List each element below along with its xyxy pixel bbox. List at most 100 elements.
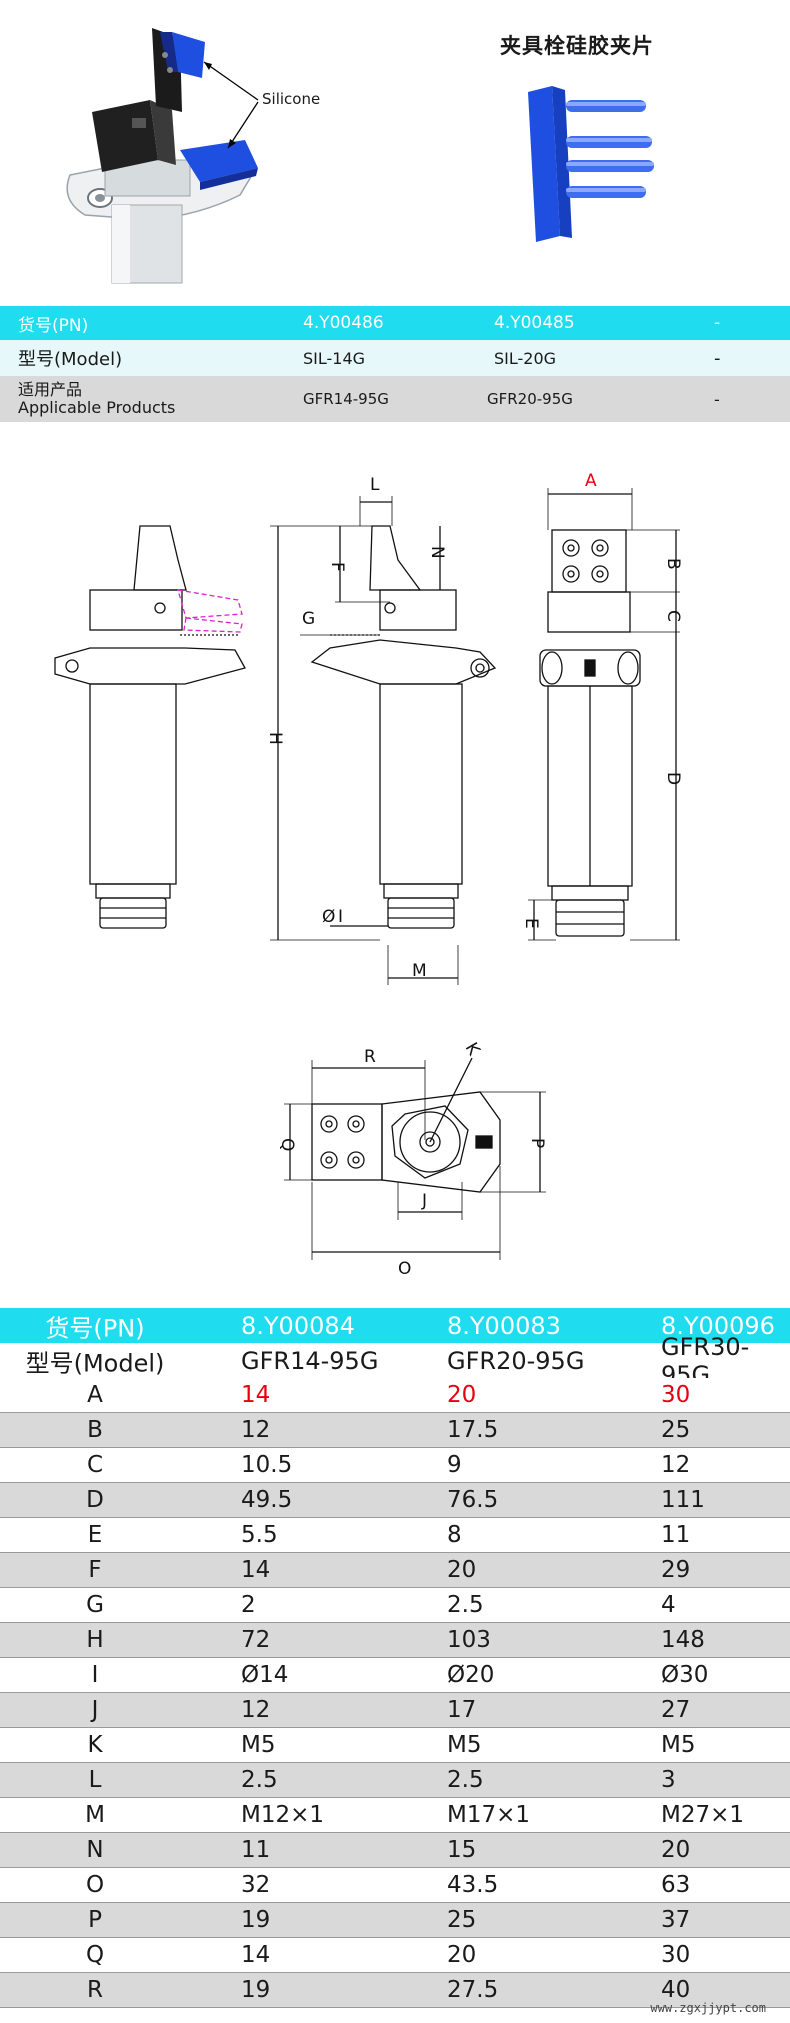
- cell: GFR20-95G: [447, 1346, 585, 1375]
- cell: 4.Y00485: [494, 313, 575, 333]
- dim-label-i: I: [338, 907, 343, 927]
- row-label: M: [85, 1802, 105, 1828]
- row-label: H: [86, 1627, 104, 1653]
- cell: M5: [241, 1732, 276, 1758]
- cell: 8.Y00096: [661, 1311, 775, 1340]
- row-label: R: [87, 1977, 103, 2003]
- product-images: 夹具栓硅胶夹片 Silicone: [0, 0, 790, 300]
- table-row: 适用产品 Applicable Products GFR14-95G GFR20…: [0, 376, 790, 422]
- cell: 12: [661, 1452, 691, 1478]
- dim-label-f: F: [327, 562, 347, 572]
- row-label: K: [87, 1732, 103, 1758]
- row-label: O: [85, 1872, 105, 1898]
- cell: 17: [447, 1697, 477, 1723]
- cell: GFR14-95G: [303, 390, 389, 408]
- dim-label-e: E: [521, 918, 541, 929]
- cell: 40: [661, 1977, 691, 2003]
- dim-label-h: H: [265, 732, 285, 745]
- dim-label-k: K: [461, 1039, 484, 1059]
- gripper-illustration: [66, 28, 654, 284]
- side-view-middle: [270, 496, 497, 985]
- row-label: N: [86, 1837, 104, 1863]
- cell: 63: [661, 1872, 691, 1898]
- cell: 25: [447, 1907, 477, 1933]
- label-zh: 适用产品: [18, 380, 83, 399]
- cell: 10.5: [241, 1452, 293, 1478]
- cell: M5: [661, 1732, 696, 1758]
- table-row: E 5.5 8 11: [0, 1518, 790, 1553]
- cell: 2.5: [447, 1767, 484, 1793]
- row-label: P: [88, 1907, 102, 1933]
- cell: 4: [661, 1592, 676, 1618]
- row-label: E: [87, 1522, 103, 1548]
- label-en: Applicable Products: [18, 398, 176, 417]
- cell: 14: [241, 1942, 271, 1968]
- row-label: B: [87, 1417, 103, 1443]
- cell: 103: [447, 1627, 491, 1653]
- cell: 14: [241, 1557, 271, 1583]
- row-label: 货号(PN): [45, 1314, 145, 1342]
- table-row: 型号(Model) SIL-14G SIL-20G -: [0, 340, 790, 376]
- cell: 76.5: [447, 1487, 499, 1513]
- cell: 8: [447, 1522, 462, 1548]
- cell-applicable-products: 适用产品 Applicable Products: [18, 381, 175, 417]
- cell: 货号(PN): [18, 315, 89, 336]
- cell: 27.5: [447, 1977, 499, 2003]
- row-label: D: [86, 1487, 104, 1513]
- cell: 14: [241, 1382, 271, 1408]
- dim-label-j: J: [421, 1191, 427, 1211]
- row-label: L: [88, 1767, 102, 1793]
- cell: 9: [447, 1452, 462, 1478]
- dim-label-b: B: [663, 558, 683, 570]
- cell: 25: [661, 1417, 691, 1443]
- cell: 30: [661, 1382, 691, 1408]
- cell: SIL-14G: [303, 348, 366, 368]
- cell: 20: [447, 1942, 477, 1968]
- dim-label-p: P: [527, 1138, 547, 1148]
- cell: 12: [241, 1417, 271, 1443]
- cell: 11: [661, 1522, 691, 1548]
- product-title: 夹具栓硅胶夹片: [500, 34, 654, 58]
- dim-label-g: G: [302, 609, 315, 629]
- cell: GFR14-95G: [241, 1346, 379, 1375]
- row-label: F: [88, 1557, 102, 1583]
- technical-drawing: A B C D E F G H Ø I L M N R K Q P J O: [0, 440, 790, 1300]
- cell: 20: [447, 1557, 477, 1583]
- dim-label-phi: Ø: [322, 907, 335, 927]
- front-view-right: [528, 488, 680, 941]
- cell: M27×1: [661, 1802, 745, 1828]
- dim-label-c: C: [663, 610, 683, 622]
- cell: Ø14: [241, 1662, 289, 1688]
- cell: 2.5: [241, 1767, 278, 1793]
- dim-label-q: Q: [277, 1138, 297, 1151]
- cell: 15: [447, 1837, 477, 1863]
- cell: 27: [661, 1697, 691, 1723]
- cell: GFR20-95G: [487, 390, 573, 408]
- cell: 2: [241, 1592, 256, 1618]
- cell: 2.5: [447, 1592, 484, 1618]
- cell: -: [714, 389, 720, 409]
- cell: 111: [661, 1487, 705, 1513]
- dim-label-d: D: [663, 772, 683, 785]
- cell: 5.5: [241, 1522, 278, 1548]
- side-view-left: [54, 525, 246, 929]
- dim-label-l: L: [370, 475, 380, 495]
- cell: 17.5: [447, 1417, 499, 1443]
- cell: M12×1: [241, 1802, 325, 1828]
- cell: -: [714, 347, 721, 369]
- cell: Ø20: [447, 1662, 495, 1688]
- cell: 43.5: [447, 1872, 499, 1898]
- cell: -: [714, 313, 721, 333]
